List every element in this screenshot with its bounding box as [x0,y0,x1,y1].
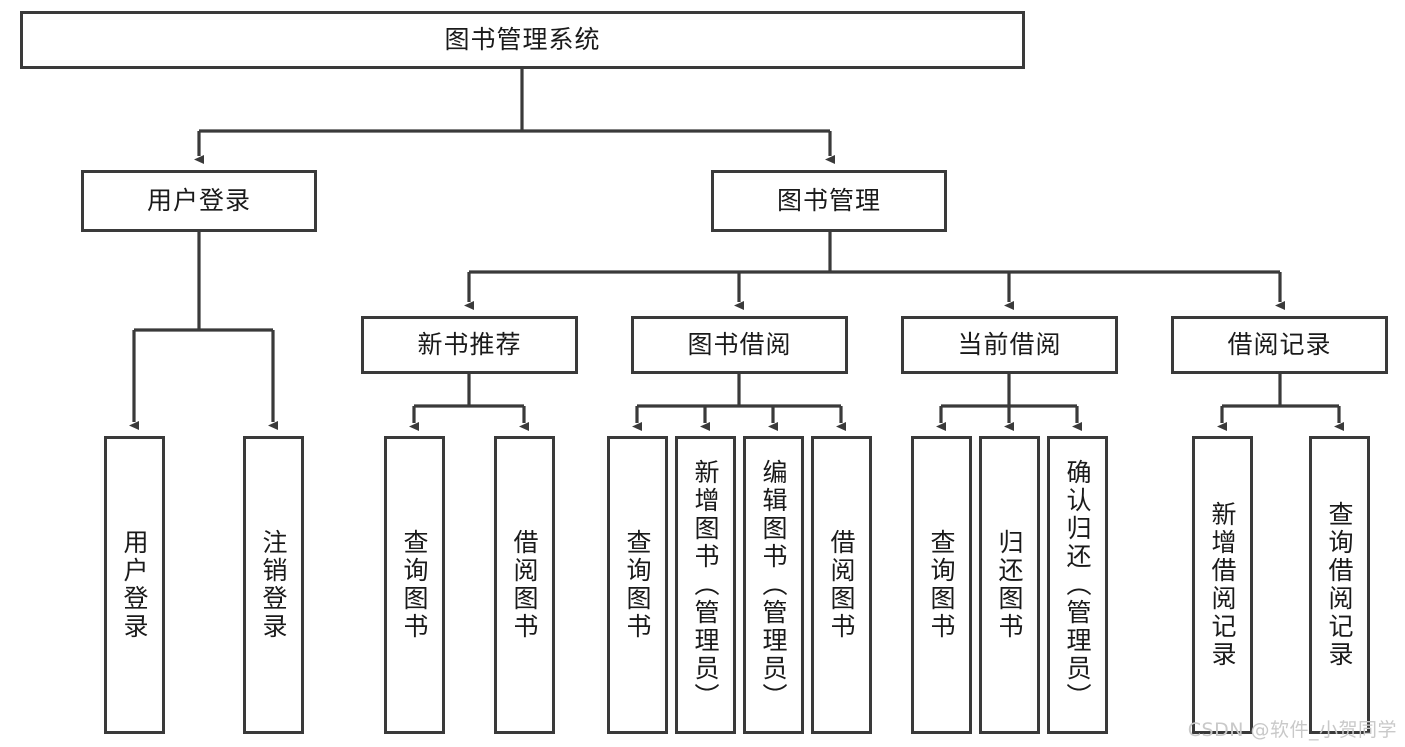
leaf-borrow-borrow-books-label: 借阅图书 [827,529,856,641]
leaf-borrow-query-books[interactable]: 查询图书 [607,436,668,734]
leaf-current-query-books-label: 查询图书 [927,529,956,641]
leaf-add-book-admin-label: 新增图书（管理员） [691,459,720,711]
node-book-management[interactable]: 图书管理 [711,170,947,232]
node-current-borrow[interactable]: 当前借阅 [901,316,1118,374]
leaf-user-login-label: 用户登录 [120,529,149,641]
leaf-add-borrow-record-label: 新增借阅记录 [1208,501,1237,669]
leaf-logout-label: 注销登录 [259,529,288,641]
leaf-current-query-books[interactable]: 查询图书 [911,436,972,734]
node-root[interactable]: 图书管理系统 [20,11,1025,69]
leaf-borrow-query-books-label: 查询图书 [623,529,652,641]
node-borrow-record-label: 借阅记录 [1227,330,1332,359]
leaf-query-borrow-record[interactable]: 查询借阅记录 [1309,436,1370,734]
node-new-book-recommend[interactable]: 新书推荐 [361,316,578,374]
node-book-borrow[interactable]: 图书借阅 [631,316,848,374]
leaf-return-books[interactable]: 归还图书 [979,436,1040,734]
node-new-book-recommend-label: 新书推荐 [417,330,522,359]
leaf-newbook-query-books-label: 查询图书 [400,529,429,641]
leaf-add-borrow-record[interactable]: 新增借阅记录 [1192,436,1253,734]
node-user-login[interactable]: 用户登录 [81,170,317,232]
leaf-logout[interactable]: 注销登录 [243,436,304,734]
leaf-newbook-borrow-books-label: 借阅图书 [510,529,539,641]
node-user-login-label: 用户登录 [146,186,251,215]
leaf-add-book-admin[interactable]: 新增图书（管理员） [675,436,736,734]
leaf-borrow-borrow-books[interactable]: 借阅图书 [811,436,872,734]
node-book-management-label: 图书管理 [776,186,881,215]
node-borrow-record[interactable]: 借阅记录 [1171,316,1388,374]
leaf-confirm-return-admin[interactable]: 确认归还（管理员） [1047,436,1108,734]
node-root-label: 图书管理系统 [444,25,601,54]
leaf-newbook-borrow-books[interactable]: 借阅图书 [494,436,555,734]
leaf-edit-book-admin[interactable]: 编辑图书（管理员） [743,436,804,734]
leaf-user-login[interactable]: 用户登录 [104,436,165,734]
node-current-borrow-label: 当前借阅 [957,330,1062,359]
csdn-watermark: CSDN @软件_小贺同学 [1187,719,1397,741]
leaf-edit-book-admin-label: 编辑图书（管理员） [759,459,788,711]
leaf-query-borrow-record-label: 查询借阅记录 [1325,501,1354,669]
leaf-confirm-return-admin-label: 确认归还（管理员） [1063,459,1092,711]
leaf-return-books-label: 归还图书 [995,529,1024,641]
node-book-borrow-label: 图书借阅 [687,330,792,359]
leaf-newbook-query-books[interactable]: 查询图书 [384,436,445,734]
